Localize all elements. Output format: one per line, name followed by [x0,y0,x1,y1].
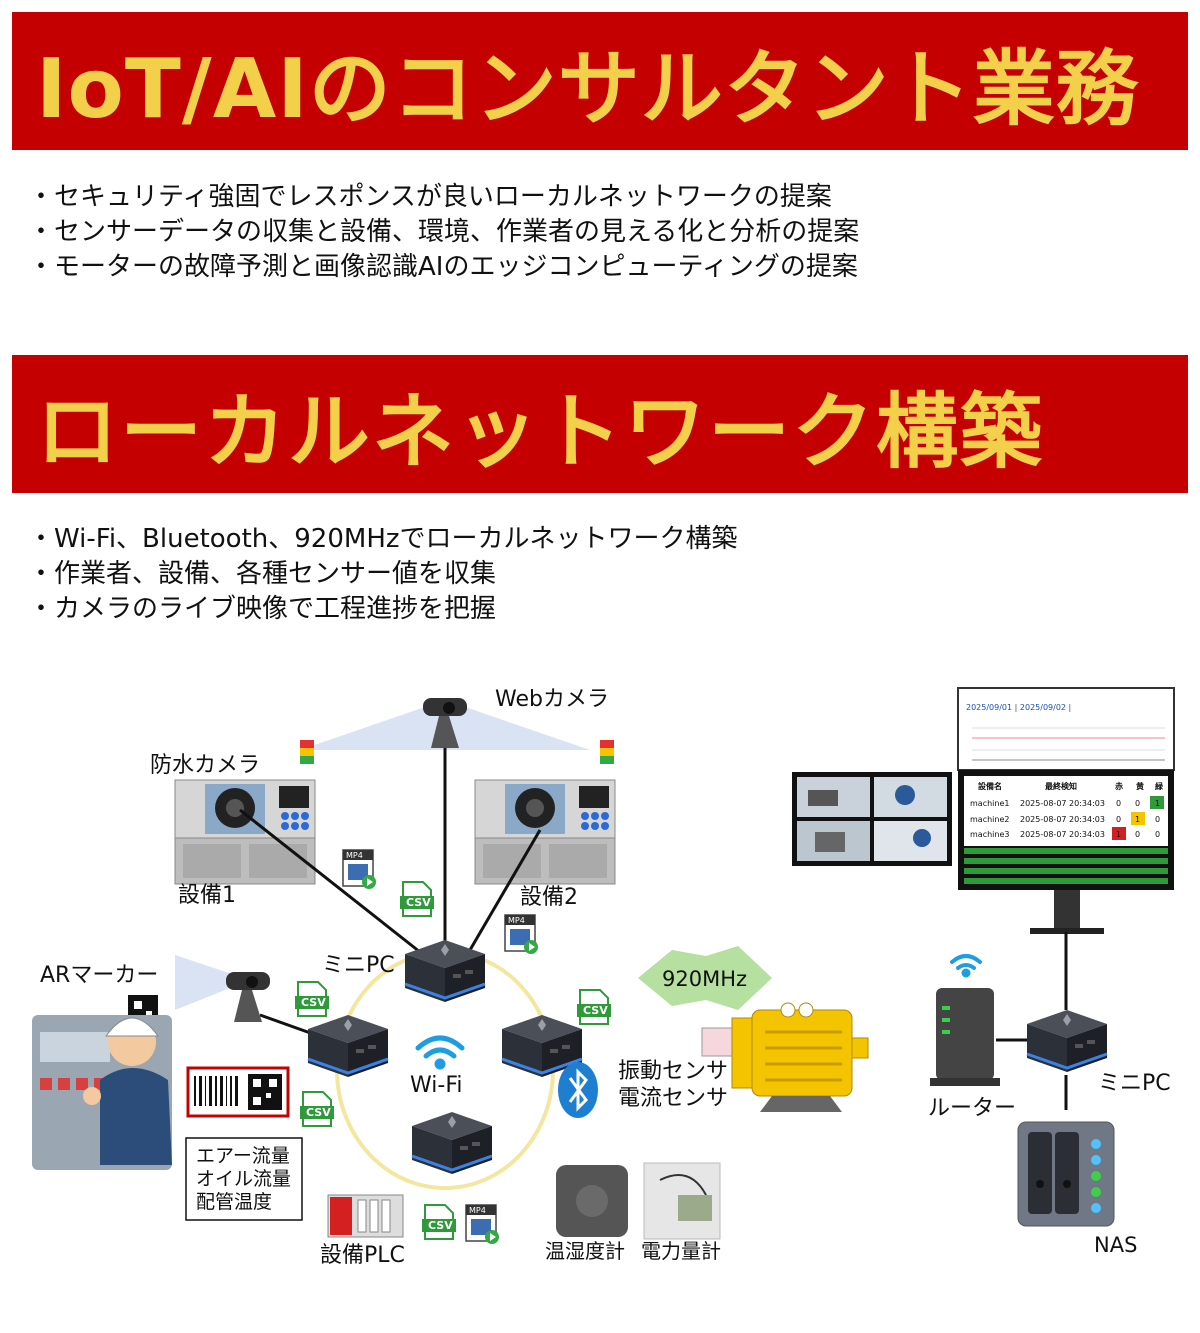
sensor-pipe-temp: 配管温度 [196,1191,272,1213]
equipment2-label: 設備2 [520,885,578,910]
waterproof-camera-label: 防水カメラ [150,753,260,778]
sensor-box [185,1137,303,1221]
mp4-file-text: MP4 [508,916,525,925]
csv-file-text: CSV [428,1219,453,1232]
consulting-bullet-3: モーターの故障予測と画像認識AIのエッジコンピューティングの提案 [28,250,859,285]
thermo-hygrometer-icon [556,1165,628,1237]
dashboard-header-last: 最終検知 [1045,781,1077,791]
band-920-label: 920MHz [662,967,747,991]
row3-red: 1 [1116,830,1121,839]
dashboard-header-yellow: 黄 [1136,781,1144,791]
right-connection-lines [996,932,1068,1110]
wifi-icon [415,1035,465,1070]
row1-name: machine1 [970,799,1009,808]
vibration-sensor-label: 振動センサ [618,1059,728,1084]
dashboard-monitor: 2025/09/01 | 2025/09/02 | 設備名 最終検知 赤 黄 緑… [957,687,1175,934]
barcode-qr-card [186,1066,290,1118]
ar-marker-label: ARマーカー [40,963,158,988]
consulting-bullet-1: セキュリティ強固でレスポンスが良いローカルネットワークの提案 [28,180,859,215]
consulting-bullet-2: センサーデータの収集と設備、環境、作業者の見える化と分析の提案 [28,215,859,250]
mini-pc-server-label: ミニPC [1098,1071,1171,1096]
header-banner-consulting: IoT/AIのコンサルタント業務 [12,12,1188,150]
consulting-bullet-list: セキュリティ強固でレスポンスが良いローカルネットワークの提案 センサーデータの収… [28,180,859,285]
row2-time: 2025-08-07 20:34:03 [1020,815,1105,824]
mini-pc-server-icon [1025,1008,1109,1074]
router-wifi-icon [950,954,982,978]
network-bullet-list: Wi-Fi、Bluetooth、920MHzでローカルネットワーク構築 作業者、… [28,522,738,627]
mp4-file-text: MP4 [346,851,363,860]
band-920-badge [638,946,772,1010]
mini-pc-bottom-icon [410,1110,494,1176]
row1-time: 2025-08-07 20:34:03 [1020,799,1105,808]
wifi-label: Wi-Fi [410,1073,463,1098]
row3-yellow: 0 [1135,830,1140,839]
ar-camera-icon [226,972,270,1022]
mini-pc-left-icon [306,1013,390,1079]
section-title-consulting: IoT/AIのコンサルタント業務 [36,41,1139,137]
plc-label: 設備PLC [320,1243,405,1268]
network-bullet-1: Wi-Fi、Bluetooth、920MHzでローカルネットワーク構築 [28,522,738,557]
ar-camera-view-cone [175,955,250,1010]
row2-name: machine2 [970,815,1009,824]
sensor-oil-flow: オイル流量 [196,1168,291,1190]
header-banner-network: ローカルネットワーク構築 [12,355,1188,493]
mini-pc-label: ミニPC [322,953,395,978]
web-camera-label: Webカメラ [495,687,609,712]
row1-yellow: 0 [1135,799,1140,808]
router-label: ルーター [928,1096,1016,1121]
camera-grid-monitor [792,772,952,866]
section-title-network: ローカルネットワーク構築 [36,384,1045,480]
motor-icon [701,1002,869,1112]
equipment2-icon [474,779,616,885]
connection-lines [239,748,542,1042]
row1-red: 0 [1116,799,1121,808]
row2-green: 0 [1155,815,1160,824]
row3-name: machine3 [970,830,1009,839]
csv-file-text: CSV [306,1106,331,1119]
worker-illustration [32,1015,172,1170]
router-icon [930,988,1000,1086]
dashboard-date-links: 2025/09/01 | 2025/09/02 | [966,703,1071,712]
csv-file-text: CSV [406,896,431,909]
bluetooth-icon [558,1062,598,1118]
nas-icon [1017,1121,1115,1227]
dashboard-header-red: 赤 [1115,781,1123,791]
row2-red: 0 [1116,815,1121,824]
row1-green: 1 [1155,799,1160,808]
plc-icon [327,1194,404,1238]
equipment1-icon [174,779,316,885]
dashboard-header-green: 緑 [1155,781,1164,791]
nas-label: NAS [1094,1233,1137,1257]
mp4-file-text: MP4 [469,1206,486,1215]
csv-file-text: CSV [301,996,326,1009]
network-bullet-3: カメラのライブ映像で工程進捗を把握 [28,592,738,627]
thermo-hygrometer-label: 温湿度計 [545,1239,625,1263]
row2-yellow: 1 [1135,815,1140,824]
power-meter-label: 電力量計 [641,1239,721,1263]
row3-green: 0 [1155,830,1160,839]
power-meter-icon [643,1162,721,1240]
current-sensor-label: 電流センサ [618,1086,728,1111]
row3-time: 2025-08-07 20:34:03 [1020,830,1105,839]
sensor-air-flow: エアー流量 [196,1145,290,1167]
equipment1-label: 設備1 [178,883,236,908]
signal-tower-right-icon [600,740,614,764]
signal-tower-left-icon [300,740,314,764]
csv-file-text: CSV [583,1004,608,1017]
dashboard-header-name: 設備名 [978,781,1002,791]
network-bullet-2: 作業者、設備、各種センサー値を収集 [28,557,738,592]
network-diagram: Webカメラ 防水カメラ 設備1 設備2 ミニPC Wi-Fi [32,687,1175,1268]
